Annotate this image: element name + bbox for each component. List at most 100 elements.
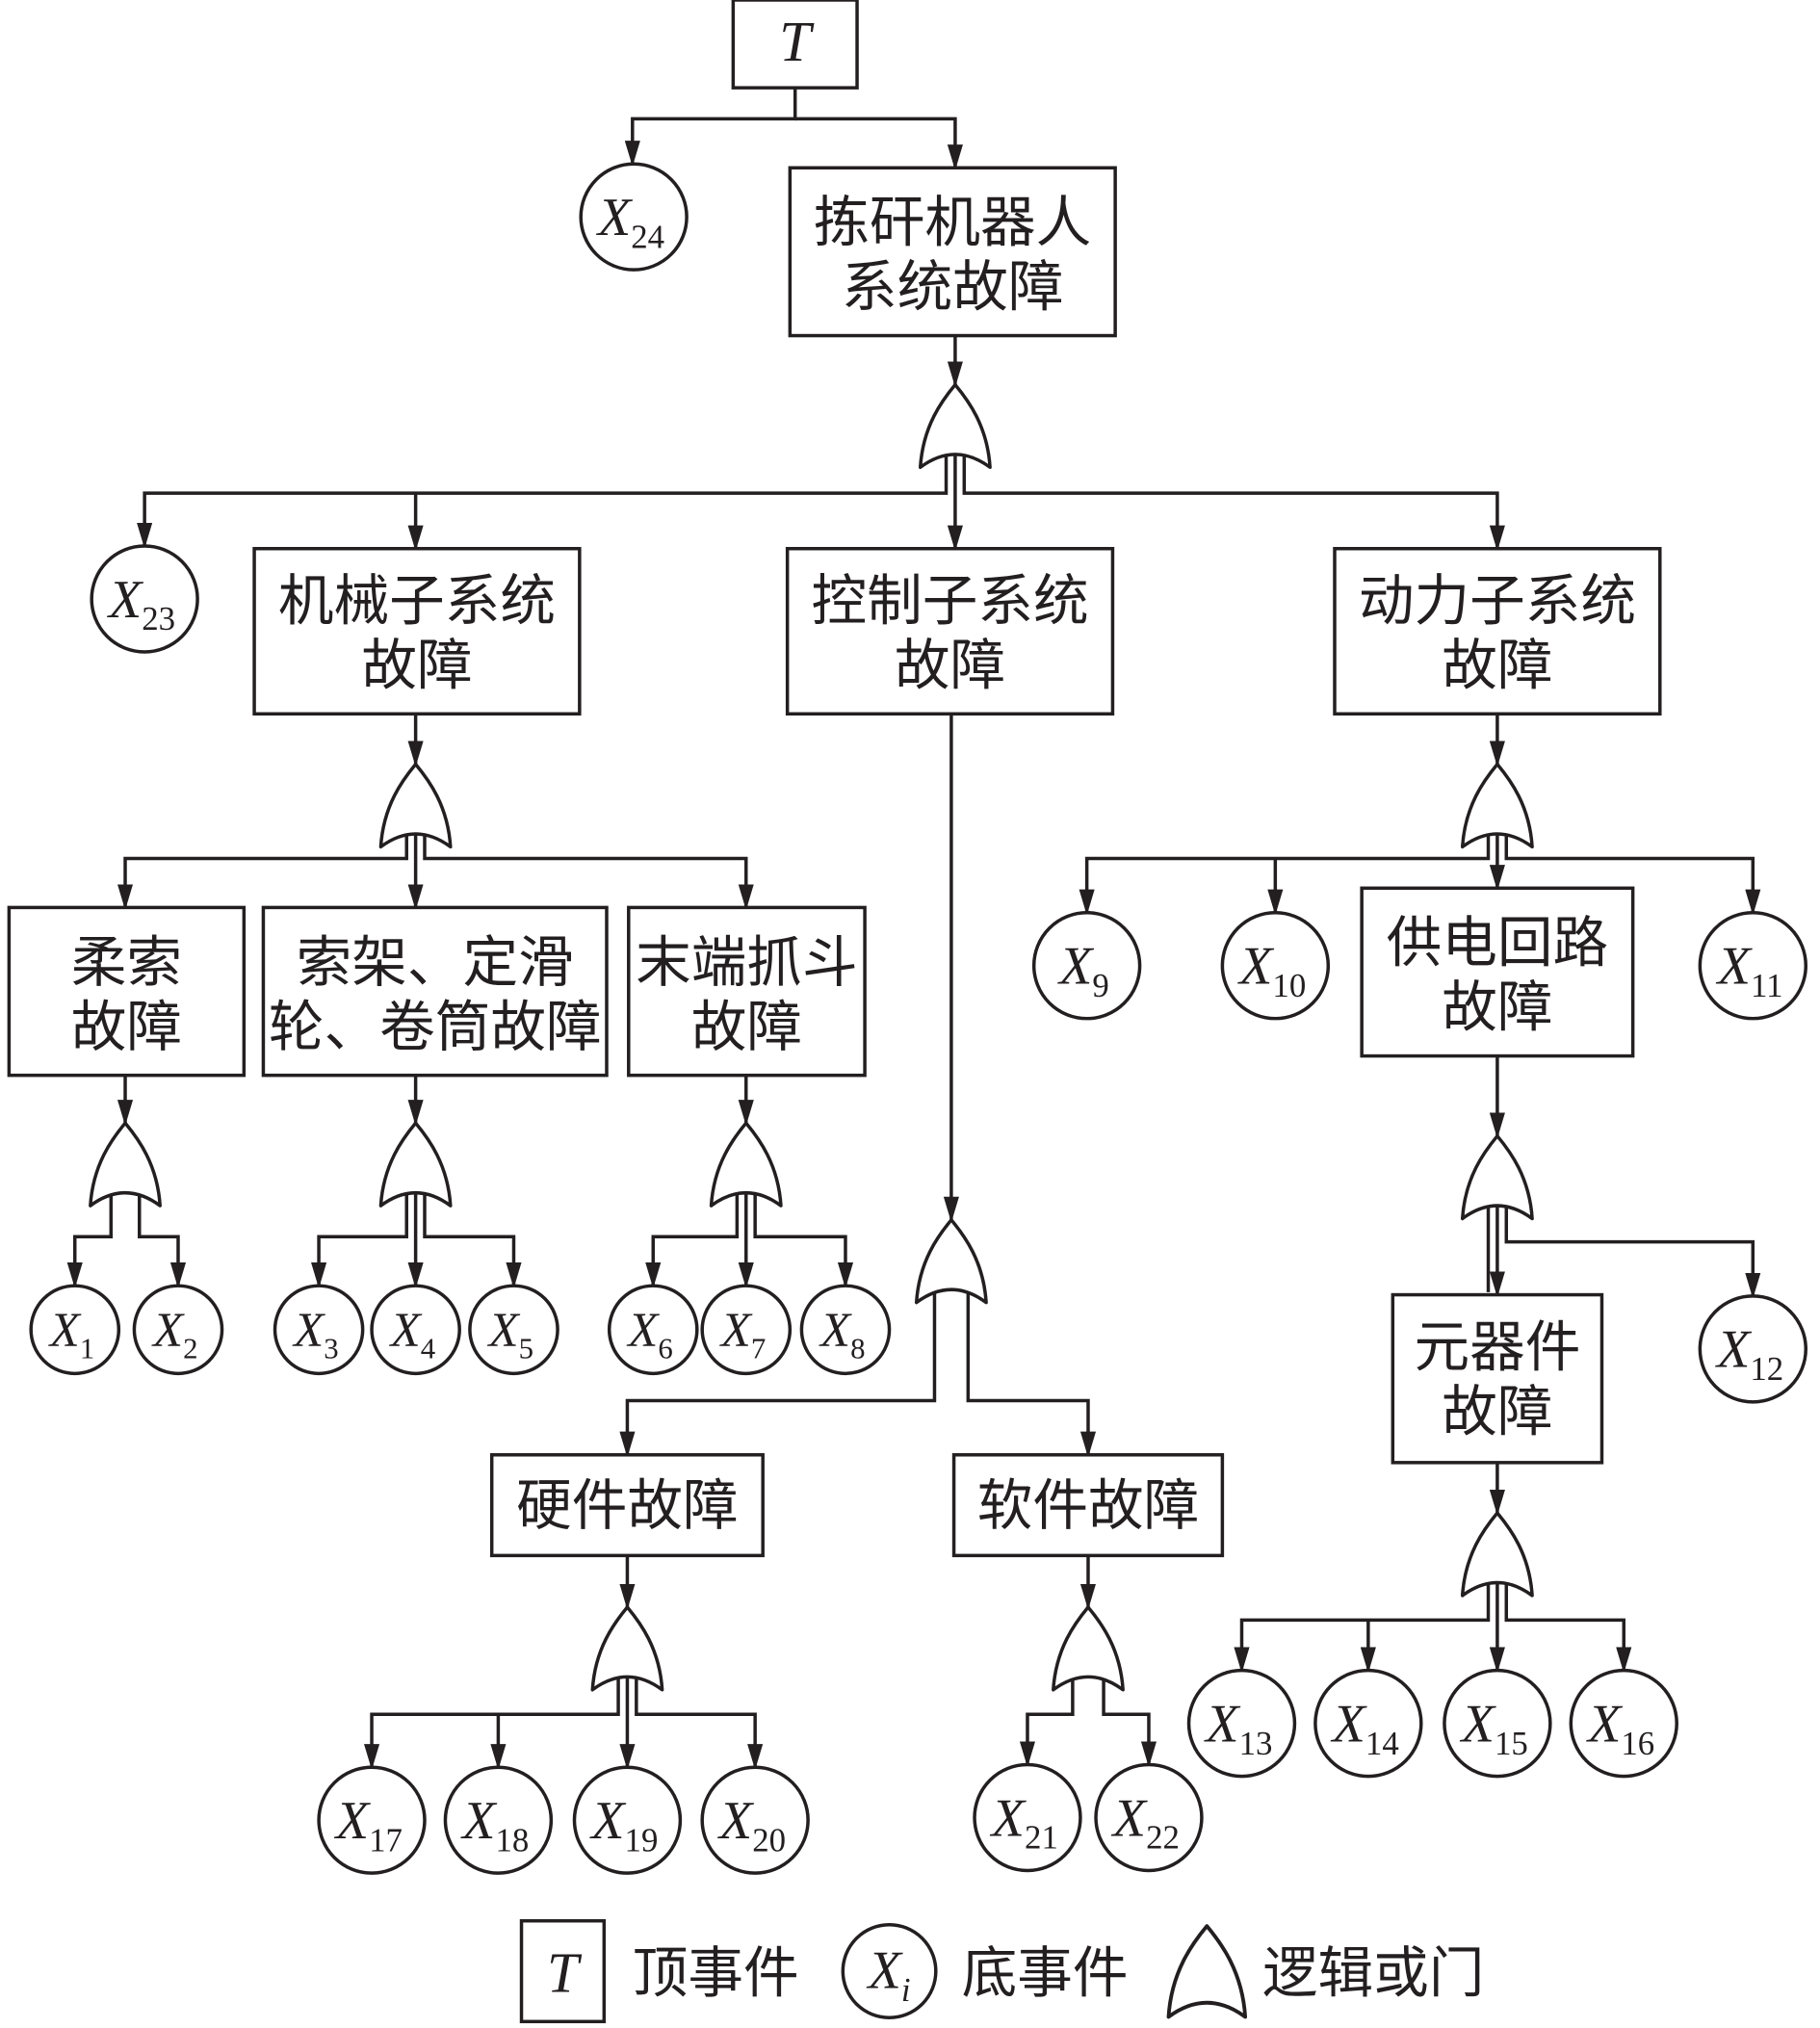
event-label-line: 故障 — [1442, 1382, 1552, 1443]
basic-event-subscript: 5 — [519, 1332, 533, 1365]
basic-event-subscript: 12 — [1750, 1350, 1783, 1388]
basic-event-subscript: 2 — [183, 1332, 197, 1365]
basic-event-symbol: X — [487, 1304, 521, 1358]
basic-event-label: X14 — [1331, 1694, 1399, 1761]
basic-event-20: X20 — [700, 1765, 810, 1875]
arrow-connector — [364, 1667, 620, 1770]
basic-event-symbol: X — [107, 570, 144, 630]
basic-event-8: X8 — [799, 1284, 892, 1376]
basic-event-circle — [799, 1284, 892, 1376]
arrow-connector — [423, 824, 754, 911]
basic-event-15: X15 — [1443, 1668, 1552, 1779]
basic-event-symbol: X — [334, 1791, 372, 1851]
arrow-connector — [137, 445, 949, 549]
legend-basic-event-subscript: i — [901, 1971, 911, 2009]
arrow-connector — [138, 1183, 187, 1288]
event-box-software: 软件故障 — [951, 1453, 1225, 1558]
basic-event-2: X2 — [132, 1284, 224, 1376]
basic-event-14: X14 — [1313, 1668, 1423, 1779]
arrow-connector — [311, 1183, 408, 1288]
basic-event-11: X11 — [1698, 911, 1807, 1021]
basic-event-circle — [1698, 1294, 1807, 1404]
basic-event-subscript: 17 — [369, 1821, 403, 1859]
or-gate-icon — [914, 1218, 988, 1305]
basic-event-subscript: 19 — [625, 1821, 659, 1859]
basic-event-1: X1 — [29, 1284, 121, 1376]
basic-event-symbol: X — [819, 1304, 852, 1358]
basic-event-label: X8 — [819, 1304, 866, 1365]
or-gate-icon — [709, 1121, 783, 1208]
event-box-frame — [489, 1453, 765, 1558]
arrow-connector — [1019, 1667, 1075, 1768]
basic-event-symbol: X — [589, 1791, 627, 1851]
basic-event-subscript: 4 — [421, 1332, 435, 1365]
basic-event-circle — [1698, 911, 1807, 1021]
legend: T 顶事件 Xi 底事件 逻辑或门 — [519, 1918, 1485, 2024]
basic-event-symbol: X — [1460, 1694, 1497, 1754]
basic-event-circle — [273, 1284, 365, 1376]
legend-or-gate-label: 逻辑或门 — [1262, 1943, 1485, 2004]
basic-event-subscript: 15 — [1495, 1725, 1528, 1762]
legend-basic-event: Xi 底事件 — [841, 1923, 1128, 2020]
basic-event-subscript: 11 — [1751, 967, 1783, 1004]
event-box-frame — [7, 905, 247, 1078]
basic-event-label: X6 — [626, 1304, 673, 1365]
basic-event-subscript: 22 — [1146, 1819, 1180, 1857]
or-gate-icon — [1460, 1511, 1534, 1598]
arrow-connector — [753, 1183, 854, 1288]
basic-event-circle — [468, 1284, 559, 1376]
event-label-line: 软件故障 — [977, 1476, 1200, 1537]
basic-event-circle — [572, 1765, 683, 1875]
basic-event-18: X18 — [443, 1765, 554, 1875]
event-label-line: 动力子系统 — [1359, 571, 1636, 632]
arrow-connector — [645, 1183, 740, 1288]
or-gate-icon — [89, 1121, 162, 1208]
basic-event-circle — [973, 1762, 1082, 1873]
basic-event-subscript: 6 — [658, 1332, 672, 1365]
basic-event-symbol: X — [151, 1304, 185, 1358]
basic-event-subscript: 1 — [80, 1332, 94, 1365]
event-label-line: 元器件 — [1414, 1317, 1580, 1378]
basic-event-label: X12 — [1715, 1320, 1783, 1388]
basic-event-circle — [1031, 911, 1142, 1021]
basic-event-label: X24 — [596, 188, 664, 255]
basic-event-6: X6 — [607, 1284, 699, 1376]
basic-event-circle — [1220, 911, 1331, 1021]
or-gate-icon — [1460, 1133, 1534, 1221]
basic-event-label: X9 — [1057, 936, 1109, 1003]
event-label-line: 硬件故障 — [516, 1476, 739, 1537]
basic-event-circle — [607, 1284, 699, 1376]
basic-event-label: X7 — [719, 1304, 767, 1365]
legend-top-event-label: 顶事件 — [633, 1943, 799, 2004]
legend-basic-event-symbol-text: Xi — [867, 1940, 911, 2008]
or-gate-icon — [378, 762, 453, 849]
basic-event-circle — [1313, 1668, 1423, 1779]
basic-event-label: X10 — [1237, 936, 1306, 1003]
basic-event-symbol: X — [292, 1304, 325, 1358]
event-label-line: 系统故障 — [842, 258, 1064, 319]
arrow-connector — [966, 1280, 1097, 1458]
event-label-line: 末端抓斗 — [636, 933, 858, 994]
basic-event-subscript: 16 — [1621, 1725, 1654, 1762]
basic-event-subscript: 21 — [1025, 1819, 1058, 1857]
or-gate-icon — [1460, 762, 1534, 849]
basic-event-circle — [700, 1284, 793, 1376]
event-label-line: 柔索 — [71, 933, 182, 994]
basic-event-label: X17 — [334, 1791, 403, 1859]
arrow-connector — [1504, 824, 1761, 916]
legend-or-gate: 逻辑或门 — [1166, 1924, 1485, 2019]
basic-event-subscript: 13 — [1239, 1725, 1273, 1762]
basic-event-label: X16 — [1586, 1694, 1654, 1761]
or-gate-icon — [378, 1121, 453, 1208]
basic-event-label: X3 — [292, 1304, 339, 1365]
basic-event-symbol: X — [1716, 936, 1754, 996]
legend-basic-event-circle — [841, 1923, 938, 2020]
basic-event-subscript: 7 — [751, 1332, 766, 1365]
basic-event-circle — [579, 162, 689, 272]
basic-event-subscript: 14 — [1365, 1725, 1399, 1762]
